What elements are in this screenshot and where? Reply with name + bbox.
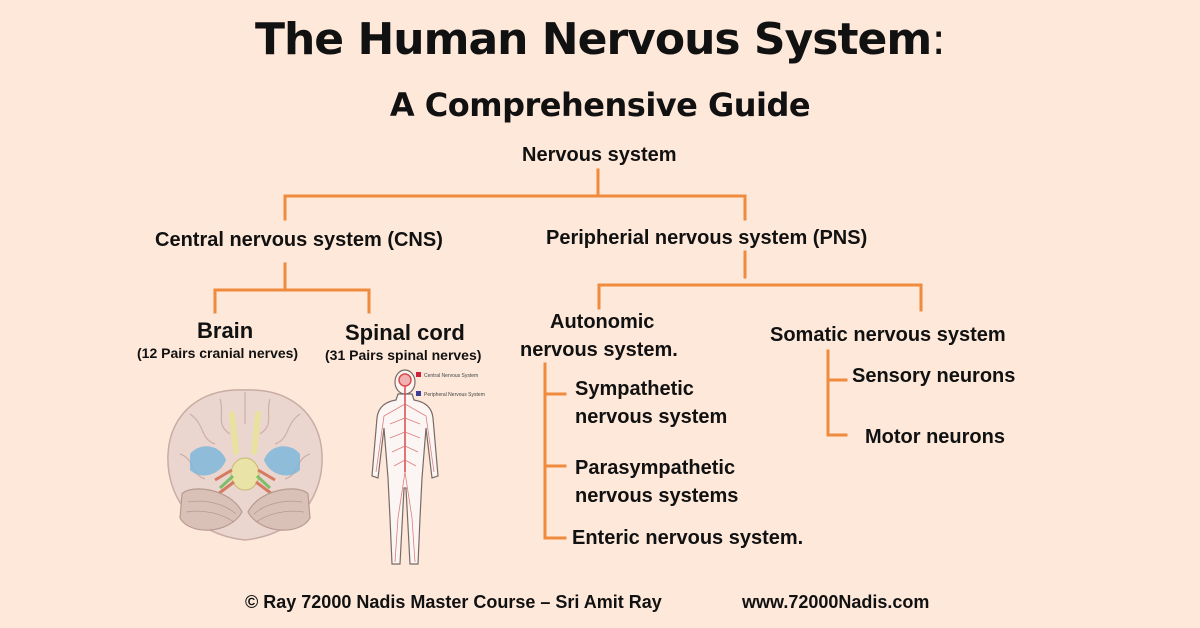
brain-cerebellum [179,488,311,531]
body-pns-arm-right [404,403,435,473]
brain-illustration [167,389,323,541]
footer-credit: © Ray 72000 Nadis Master Course – Sri Am… [245,592,662,612]
title-colon: : [931,14,946,65]
node-brain-note: (12 Pairs cranial nerves) [137,345,299,361]
node-pns: Peripherial nervous system (PNS) [546,227,868,249]
node-autonomic: Autonomic nervous system. [520,308,678,364]
node-parasympathetic-line1: Parasympathetic [575,457,736,479]
node-sensory: Sensory neurons [852,365,1016,387]
node-enteric: Enteric nervous system. [572,527,804,549]
page-title: The Human Nervous System: [0,14,1200,65]
node-autonomic-line1: Autonomic [550,311,655,333]
brain-temporal-left [190,446,226,476]
node-motor: Motor neurons [865,426,1005,448]
brain-olfactory [229,411,261,455]
brain-temporal-right [264,446,300,476]
node-sympathetic-line1: Sympathetic [575,378,694,400]
legend-peripheral: Peripheral Nervous System [416,391,485,398]
node-spinal-cord: Spinal cord [345,320,465,345]
legend-central: Central Nervous System [416,372,478,379]
node-sympathetic: Sympathetic nervous system [575,375,727,431]
legend-peripheral-swatch [416,391,421,396]
brain-brainstem [230,457,260,491]
node-sympathetic-line2: nervous system [575,406,728,428]
node-somatic: Somatic nervous system [770,324,1006,346]
brain-nerves [214,468,276,496]
body-torso [371,393,439,565]
node-parasympathetic: Parasympathetic nervous systems [575,454,738,510]
footer-website[interactable]: www.72000Nadis.com [742,592,930,612]
legend-central-label: Central Nervous System [424,373,479,379]
title-main: The Human Nervous System [254,14,932,65]
brain-nerves-green [218,474,272,490]
node-cns: Central nervous system (CNS) [155,229,443,251]
page-subtitle: A Comprehensive Guide [389,86,811,124]
node-parasympathetic-line2: nervous systems [575,485,739,507]
node-brain: Brain [197,318,254,343]
node-autonomic-line2: nervous system. [520,339,678,361]
body-pns-leg-left [394,471,406,563]
legend-peripheral-label: Peripheral Nervous System [424,392,485,398]
node-nervous-system: Nervous system [522,144,677,166]
body-pns-leg-right [404,471,416,563]
body-pns-arm-left [375,403,406,473]
legend-central-swatch [416,372,421,377]
node-spinal-note: (31 Pairs spinal nerves) [325,347,482,363]
body-illustration [371,369,439,565]
